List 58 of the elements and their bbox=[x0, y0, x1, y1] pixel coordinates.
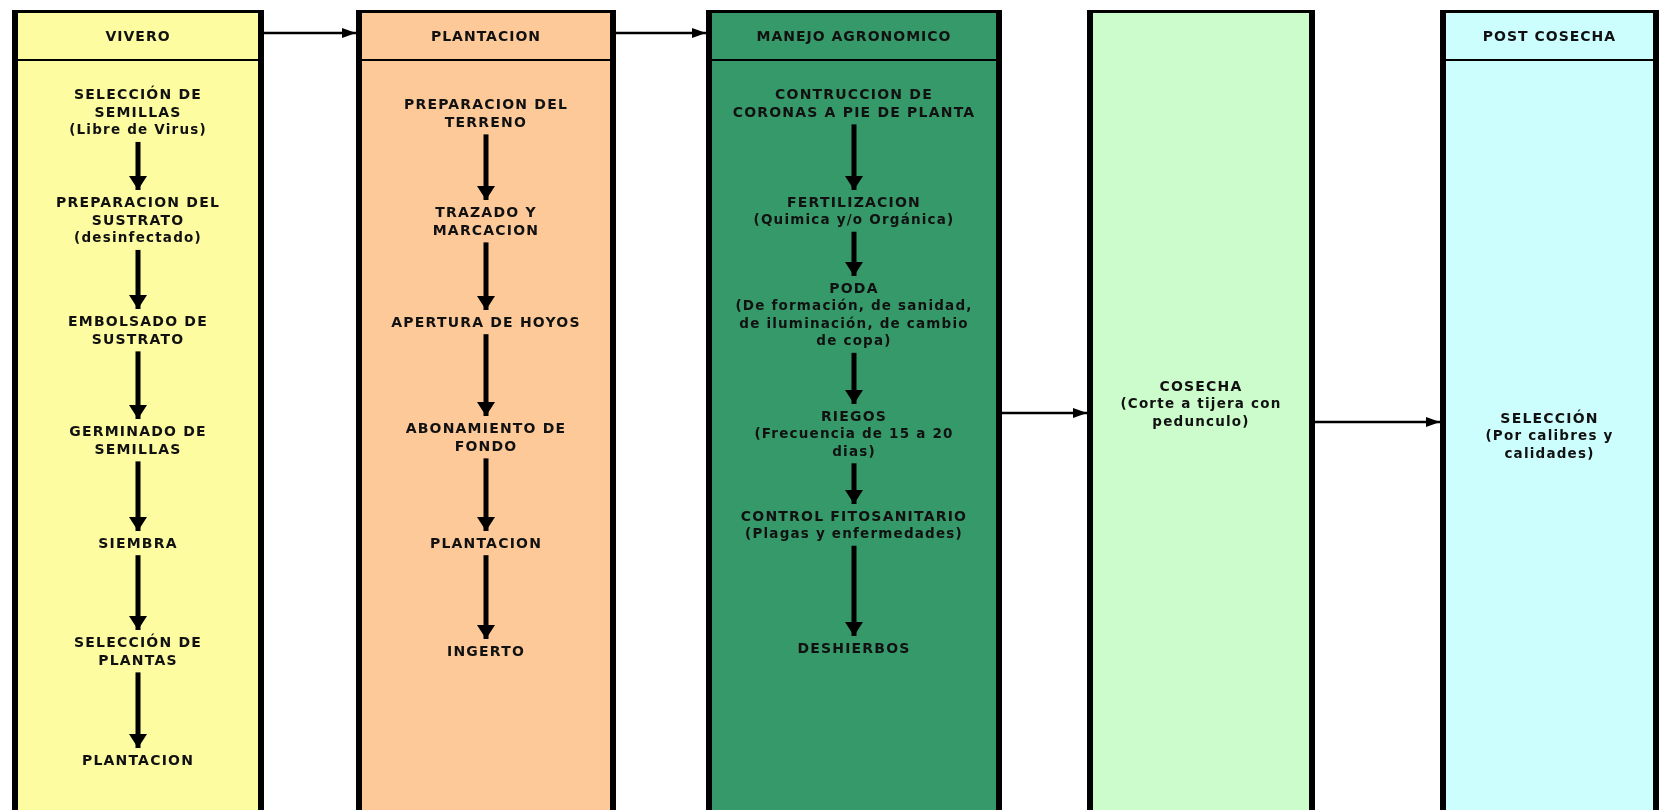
arrow bbox=[477, 134, 495, 200]
step-title: PREPARACION DEL SUSTRATO bbox=[54, 193, 222, 230]
step-title: FERTILIZACION bbox=[786, 193, 922, 212]
column-header: MANEJO AGRONOMICO bbox=[712, 13, 996, 61]
arrow bbox=[845, 463, 863, 504]
arrow bbox=[1315, 417, 1440, 427]
arrow bbox=[616, 28, 706, 38]
step-text: DESHIERBOS bbox=[732, 639, 976, 658]
step-title: COSECHA bbox=[1158, 377, 1244, 396]
arrow bbox=[477, 555, 495, 639]
step-text: EMBOLSADO DE SUSTRATO bbox=[38, 312, 238, 349]
step-text: PLANTACION bbox=[38, 751, 238, 770]
step-detail: (Por calibres y calidades) bbox=[1484, 427, 1615, 463]
step-title: SELECCIÓN DE SEMILLAS bbox=[73, 85, 203, 122]
arrow bbox=[129, 141, 147, 190]
arrow bbox=[1002, 408, 1087, 418]
arrow bbox=[845, 545, 863, 636]
step-detail: (Libre de Virus) bbox=[68, 121, 208, 139]
step-detail: (De formación, de sanidad, de iluminación, de cambio de copa) bbox=[734, 297, 974, 350]
step-title: CONTROL FITOSANITARIO bbox=[739, 507, 969, 526]
arrow bbox=[264, 28, 356, 38]
arrow bbox=[845, 231, 863, 276]
step-text: TRAZADO Y MARCACION bbox=[382, 203, 590, 240]
arrow bbox=[129, 555, 147, 630]
stage-column bbox=[1440, 10, 1659, 810]
step-text: GERMINADO DE SEMILLAS bbox=[38, 422, 238, 459]
arrow bbox=[129, 461, 147, 531]
step-detail: (Frecuencia de 15 a 20 dias) bbox=[753, 425, 955, 461]
step-title: RIEGOS bbox=[819, 407, 889, 426]
arrow bbox=[129, 672, 147, 748]
arrow bbox=[129, 249, 147, 309]
stage-column bbox=[12, 10, 264, 810]
column-header: PLANTACION bbox=[362, 13, 610, 61]
arrow bbox=[845, 124, 863, 190]
stage-column bbox=[356, 10, 616, 810]
step-text: APERTURA DE HOYOS bbox=[382, 313, 590, 332]
step-detail: (Plagas y enfermedades) bbox=[744, 525, 964, 543]
stage-column bbox=[706, 10, 1002, 810]
step-title: SELECCIÓN bbox=[1499, 409, 1600, 428]
step-text: CONTRUCCION DE CORONAS A PIE DE PLANTA bbox=[732, 85, 976, 122]
step-detail: (Quimica y/o Orgánica) bbox=[752, 211, 956, 229]
step-text: SELECCIÓN DE PLANTAS bbox=[38, 633, 238, 670]
step-text: PREPARACION DEL TERRENO bbox=[382, 95, 590, 132]
arrow bbox=[477, 242, 495, 310]
step-detail: (Corte a tijera con pedunculo) bbox=[1119, 395, 1283, 431]
step-title: PODA bbox=[828, 279, 880, 298]
step-text: ABONAMIENTO DE FONDO bbox=[382, 419, 590, 456]
arrow bbox=[129, 351, 147, 419]
stage-column bbox=[1087, 10, 1315, 810]
arrow bbox=[477, 458, 495, 531]
arrow bbox=[845, 352, 863, 404]
column-header: POST COSECHA bbox=[1446, 13, 1653, 61]
arrow bbox=[477, 334, 495, 416]
step-text: PLANTACION bbox=[382, 534, 590, 553]
step-detail: (desinfectado) bbox=[73, 229, 203, 247]
column-header: VIVERO bbox=[18, 13, 258, 61]
step-text: SIEMBRA bbox=[38, 534, 238, 553]
step-text: INGERTO bbox=[382, 642, 590, 661]
